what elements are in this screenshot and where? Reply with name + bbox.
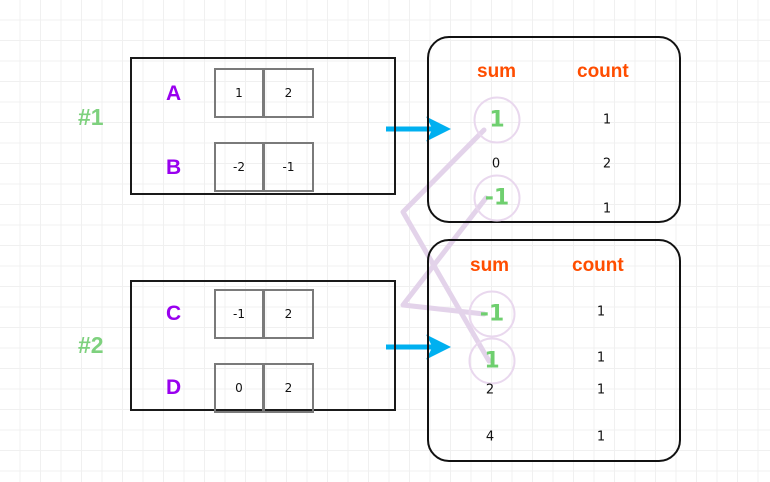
input-box-1 (130, 57, 396, 195)
panel-2-sum-3: 4 (485, 429, 495, 445)
cell-B-0: -2 (214, 142, 264, 192)
panel-1-highlight-ring-2 (473, 174, 521, 222)
panel-1-sum-1: 0 (491, 156, 501, 172)
cell-A-1: 2 (264, 68, 314, 118)
link-lines (400, 127, 492, 364)
panel-1-count-0: 1 (602, 112, 612, 128)
cell-C-0: -1 (214, 289, 264, 339)
panel-2-highlight-ring-1 (468, 337, 516, 385)
panel-2-count-1: 1 (596, 350, 606, 366)
link-line-minus-one (400, 195, 489, 317)
panel-1-count-header: count (577, 61, 629, 82)
panel-1-count-2: 1 (602, 201, 612, 217)
panel-2-count-header: count (572, 255, 624, 276)
panel-1-sum-0: 1 (489, 107, 505, 133)
panel-2-sum-header: sum (470, 255, 510, 276)
cell-B-1: -1 (264, 142, 314, 192)
group-label-1: #1 (78, 104, 104, 130)
panel-1-sum-2: -1 (484, 185, 510, 211)
panel-2-count-0: 1 (596, 304, 606, 320)
cell-D-0: 0 (214, 363, 264, 413)
panel-1-count-1: 2 (602, 156, 612, 172)
output-panel-1 (427, 36, 681, 223)
panel-2-count-2: 1 (596, 382, 606, 398)
panel-1-highlight-ring-0 (473, 96, 521, 144)
cell-A-0: 1 (214, 68, 264, 118)
panel-2-sum-1: 1 (484, 348, 500, 374)
row-letter-B: B (166, 156, 182, 179)
cell-C-1: 2 (264, 289, 314, 339)
row-letter-C: C (166, 302, 182, 325)
panel-2-sum-2: 2 (485, 382, 495, 398)
output-panel-2 (427, 239, 681, 462)
panel-2-count-3: 1 (596, 429, 606, 445)
cell-D-1: 2 (264, 363, 314, 413)
panel-2-sum-0: -1 (479, 301, 505, 327)
row-letter-A: A (166, 82, 182, 105)
panel-1-sum-header: sum (477, 61, 517, 82)
group-label-2: #2 (78, 332, 104, 358)
row-letter-D: D (166, 376, 182, 399)
panel-2-highlight-ring-0 (468, 290, 516, 338)
